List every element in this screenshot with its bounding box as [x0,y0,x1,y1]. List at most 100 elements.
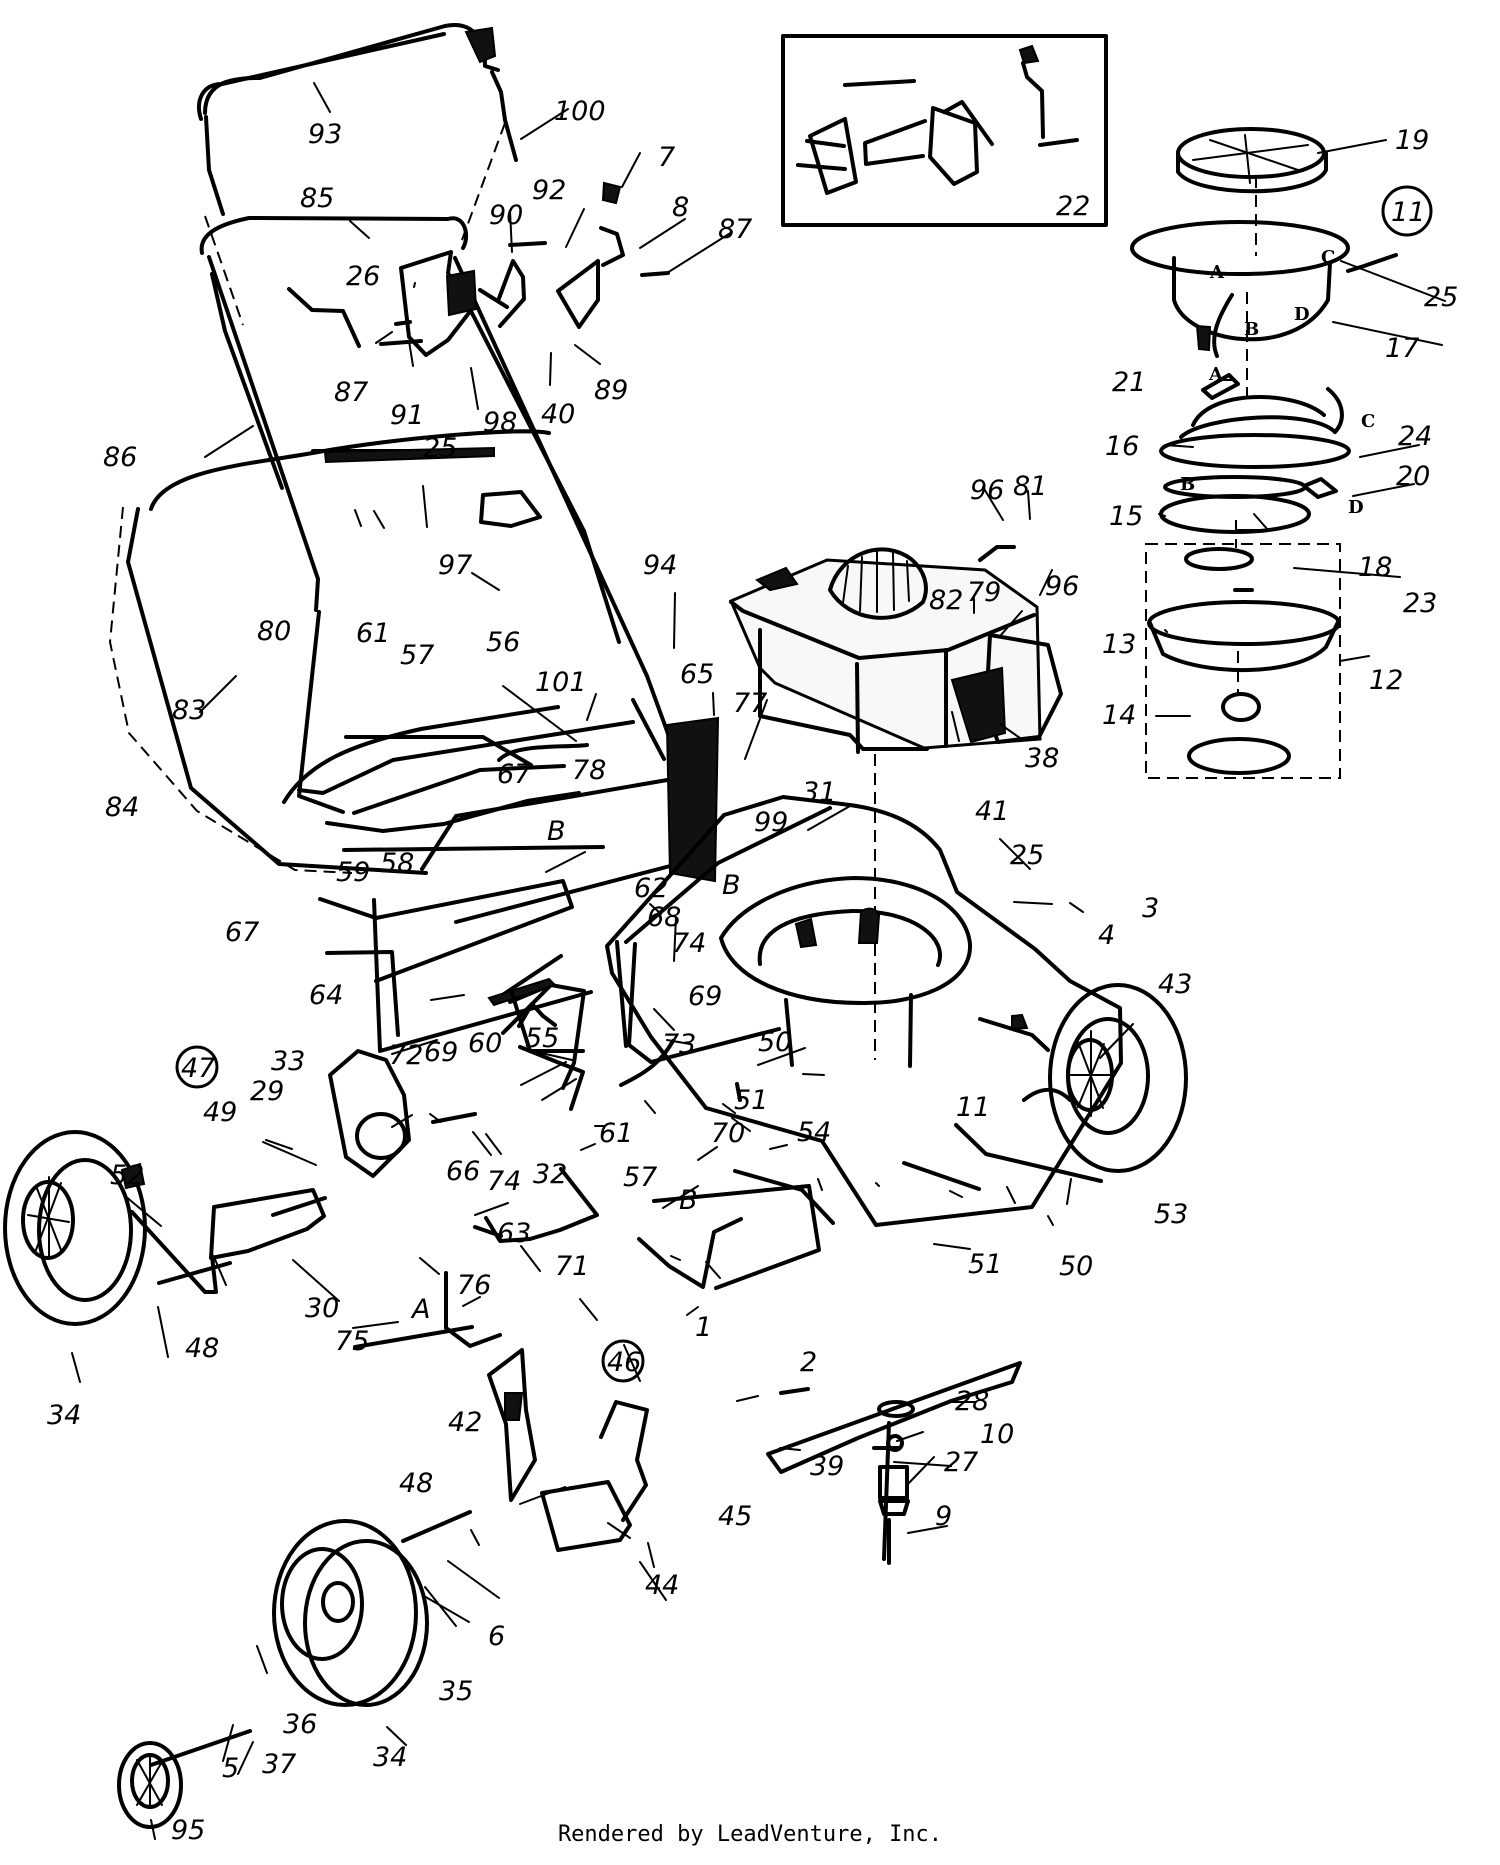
callout-36: 36 [283,1709,317,1740]
circle-labels [175,185,1433,1383]
circle-label-47 [175,1045,219,1089]
callout-letter-b-bracket: B [679,1185,698,1216]
callout-14: 14 [1102,700,1136,731]
handle-controls-drawing [379,181,670,357]
callout-43: 43 [1158,969,1192,1000]
clutch-assembly-drawing [1130,127,1398,779]
callout-46-circle: 46 [607,1347,641,1378]
callout-98: 98 [483,407,517,438]
callout-34-front: 34 [373,1742,407,1773]
callout-23: 23 [1403,588,1437,619]
callout-25-deck: 25 [1010,840,1044,871]
callout-71: 71 [555,1251,589,1282]
callout-54: 54 [797,1117,831,1148]
callout-78: 78 [572,755,606,786]
callout-3: 3 [1142,893,1159,924]
callout-68: 68 [647,902,681,933]
callout-letter-b-deck: B [722,870,741,901]
callout-55: 55 [525,1023,559,1054]
callout-69-deck: 69 [688,981,722,1012]
callout-57-lower: 57 [623,1162,657,1193]
brackets-and-linkage-drawing [130,988,821,1552]
callout-24: 24 [1398,421,1432,452]
callout-11-circle: 11 [1391,197,1425,228]
callout-26: 26 [346,261,380,292]
callout-61-lower: 61 [599,1118,633,1149]
callout-41: 41 [975,796,1009,827]
callout-83: 83 [172,695,206,726]
callout-100: 100 [554,96,606,127]
callout-15: 15 [1109,501,1143,532]
callout-50-right: 50 [1059,1251,1093,1282]
callout-25-handle: 25 [423,433,457,464]
callout-12: 12 [1369,665,1403,696]
callout-8: 8 [672,192,689,223]
callout-25-clutch: 25 [1424,282,1458,313]
callout-44: 44 [645,1570,679,1601]
rear-frame-drawing [318,716,720,1111]
callout-20: 20 [1396,461,1430,492]
grass-bag-drawing [108,429,635,875]
callout-72: 72 [389,1040,423,1071]
callout-11-deck: 11 [956,1092,990,1123]
callout-62: 62 [634,873,668,904]
letter-d-lower: D [1348,497,1364,518]
callout-5: 5 [222,1753,239,1784]
callout-49: 49 [203,1097,237,1128]
callout-40: 40 [541,399,575,430]
callout-31: 31 [802,777,836,808]
callout-84: 84 [105,792,139,823]
callout-9: 9 [935,1501,952,1532]
callout-86: 86 [103,442,137,473]
clutch-letter-labels: A B C D A C B D [1180,247,1375,518]
callout-47-circle: 47 [181,1053,215,1084]
callout-75: 75 [335,1326,369,1357]
callout-51-deck: 51 [734,1085,768,1116]
callout-69-lower: 69 [424,1037,458,1068]
callout-81: 81 [1013,471,1047,502]
callout-76: 76 [457,1270,491,1301]
callout-19: 19 [1395,125,1429,156]
callout-74-deck: 74 [672,928,706,959]
callout-1: 1 [695,1312,712,1343]
callout-85: 85 [300,183,334,214]
rendered-by-footer: Rendered by LeadVenture, Inc. [557,1822,943,1847]
callout-16: 16 [1105,431,1139,462]
callout-74-lower: 74 [487,1166,521,1197]
callout-52: 52 [110,1160,144,1191]
callout-58: 58 [380,848,414,879]
callout-48-lower: 48 [399,1468,433,1499]
callout-51-right: 51 [968,1249,1002,1280]
callout-45: 45 [718,1501,752,1532]
wheels-drawing [3,983,1188,1829]
callout-73: 73 [662,1029,696,1060]
callout-39: 39 [810,1451,844,1482]
callout-64: 64 [309,980,343,1011]
callout-63: 63 [497,1218,531,1249]
callout-22: 22 [1056,191,1090,222]
deck-drawing [605,795,1123,1227]
callout-48-left: 48 [185,1333,219,1364]
letter-c-top: C [1321,247,1335,268]
callout-91: 91 [390,400,424,431]
callout-letter-b-bag: B [547,816,566,847]
callout-90: 90 [489,200,523,231]
callout-56: 56 [486,627,520,658]
letter-d-top: D [1294,304,1310,325]
callout-33: 33 [271,1046,305,1077]
inset-box-22 [781,34,1108,227]
callout-29: 29 [250,1076,284,1107]
callout-93: 93 [308,119,342,150]
callout-37: 37 [262,1749,296,1780]
callout-70: 70 [711,1118,745,1149]
letter-c-lower: C [1361,411,1375,432]
leader-lines [71,82,1446,1840]
callout-59: 59 [336,857,370,888]
callout-53: 53 [1154,1199,1188,1230]
circle-label-46 [601,1339,645,1383]
callout-32: 32 [533,1159,567,1190]
callout-28: 28 [955,1386,989,1417]
callout-92: 92 [532,175,566,206]
callout-34-left: 34 [47,1400,81,1431]
